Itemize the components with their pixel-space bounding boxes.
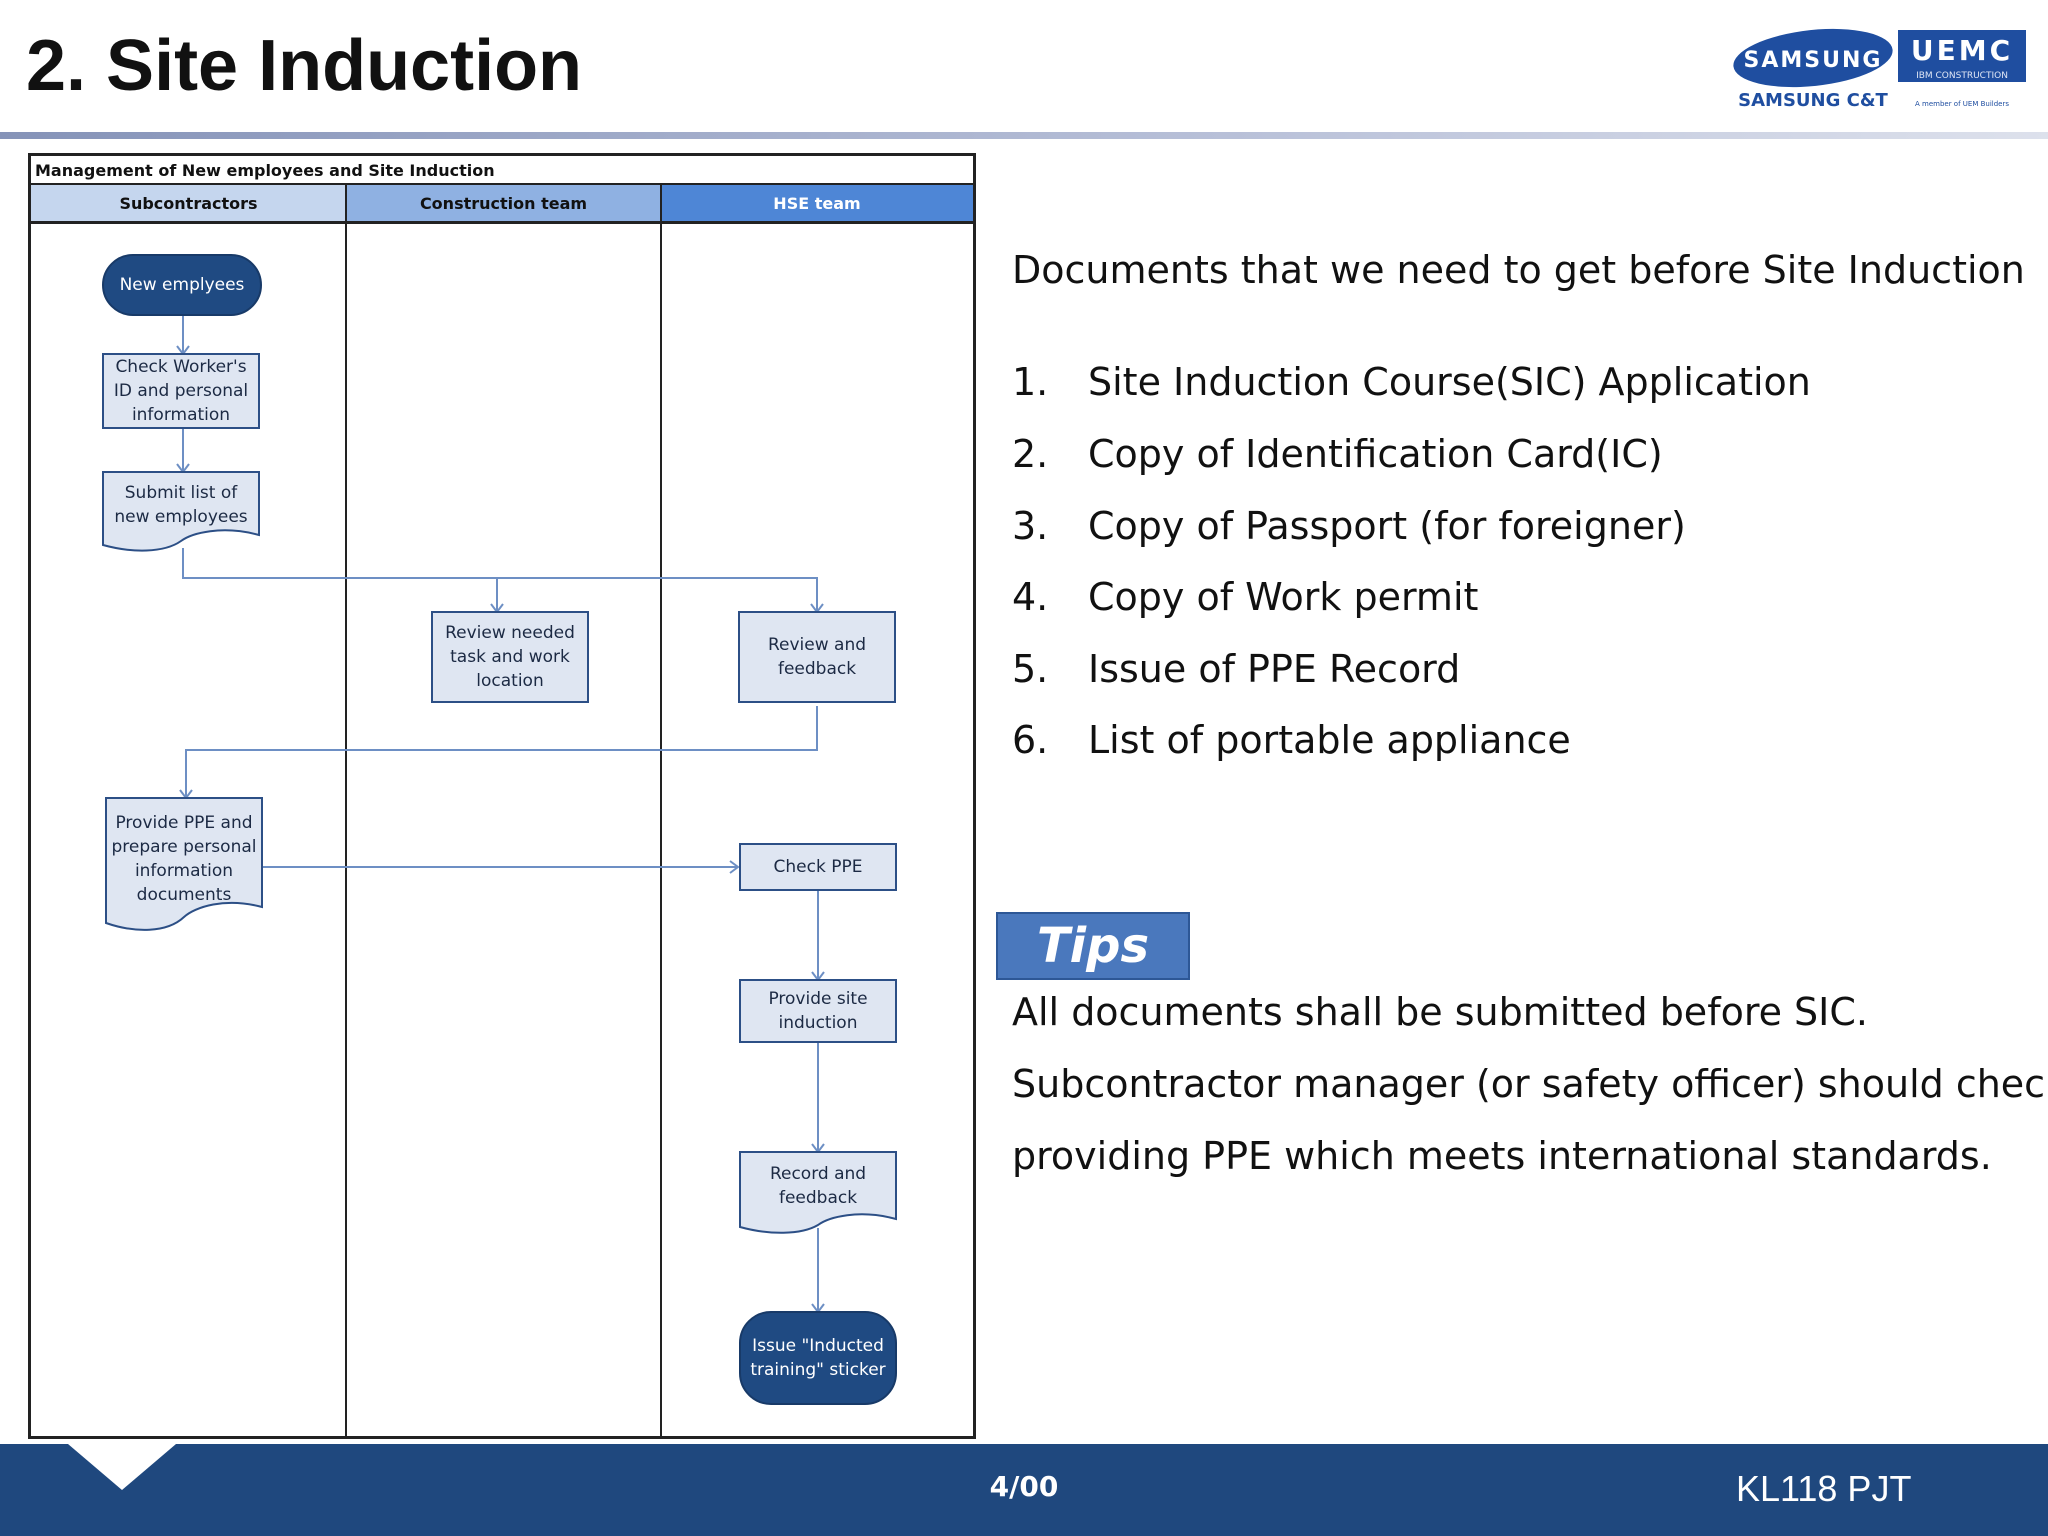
node-check-ppe: Check PPE	[739, 843, 897, 891]
node-submit-list: Submit list of new employees	[102, 471, 260, 553]
footer-bar	[0, 1444, 2048, 1536]
page-title: 2. Site Induction	[26, 26, 583, 106]
lane-header-hse-team: HSE team	[661, 183, 973, 224]
node-provide-site-induction: Provide site induction	[739, 979, 897, 1043]
tip-line: providing PPE which meets international …	[1012, 1134, 1992, 1178]
document-item: 6.List of portable appliance	[1012, 718, 1571, 762]
documents-heading: Documents that we need to get before Sit…	[1012, 248, 2025, 292]
document-item: 2.Copy of Identification Card(IC)	[1012, 432, 1663, 476]
page-number: 4/00	[989, 1470, 1059, 1503]
header-rule	[0, 132, 2048, 139]
lane-header-construction-team: Construction team	[346, 183, 661, 224]
node-provide-ppe: Provide PPE and prepare personal informa…	[105, 797, 263, 935]
lane-divider	[345, 183, 347, 1436]
node-record-feedback: Record and feedback	[739, 1151, 897, 1235]
tips-badge: Tips	[996, 912, 1190, 980]
lane-divider	[660, 183, 662, 1436]
document-item: 3.Copy of Passport (for foreigner)	[1012, 504, 1686, 548]
svg-text:SAMSUNG: SAMSUNG	[1744, 48, 1883, 73]
footer-notch	[68, 1444, 176, 1490]
node-check-worker-id: Check Worker's ID and personal informati…	[102, 353, 260, 429]
tip-line: All documents shall be submitted before …	[1012, 990, 1869, 1034]
svg-text:SAMSUNG C&T: SAMSUNG C&T	[1738, 90, 1888, 111]
flowchart: Management of New employees and Site Ind…	[28, 153, 976, 1439]
document-item: 4.Copy of Work permit	[1012, 575, 1479, 619]
node-review-feedback: Review and feedback	[738, 611, 896, 703]
company-logo: SAMSUNG UEMC IBM CONSTRUCTION SAMSUNG C&…	[1730, 26, 2030, 118]
lane-header-subcontractors: Subcontractors	[31, 183, 346, 224]
node-issue-sticker: Issue "Inducted training" sticker	[739, 1311, 897, 1405]
svg-text:IBM CONSTRUCTION: IBM CONSTRUCTION	[1916, 71, 2008, 81]
svg-text:A member of UEM Builders: A member of UEM Builders	[1915, 100, 2009, 108]
node-review-task-location: Review needed task and work location	[431, 611, 589, 703]
flowchart-title: Management of New employees and Site Ind…	[35, 161, 495, 180]
tip-line: Subcontractor manager (or safety officer…	[1012, 1062, 2048, 1106]
document-item: 5.Issue of PPE Record	[1012, 647, 1461, 691]
node-new-employees: New emplyees	[102, 254, 262, 316]
document-item: 1.Site Induction Course(SIC) Application	[1012, 360, 1811, 404]
project-label: KL118 PJT	[1736, 1468, 1912, 1509]
svg-text:UEMC: UEMC	[1911, 34, 2013, 67]
